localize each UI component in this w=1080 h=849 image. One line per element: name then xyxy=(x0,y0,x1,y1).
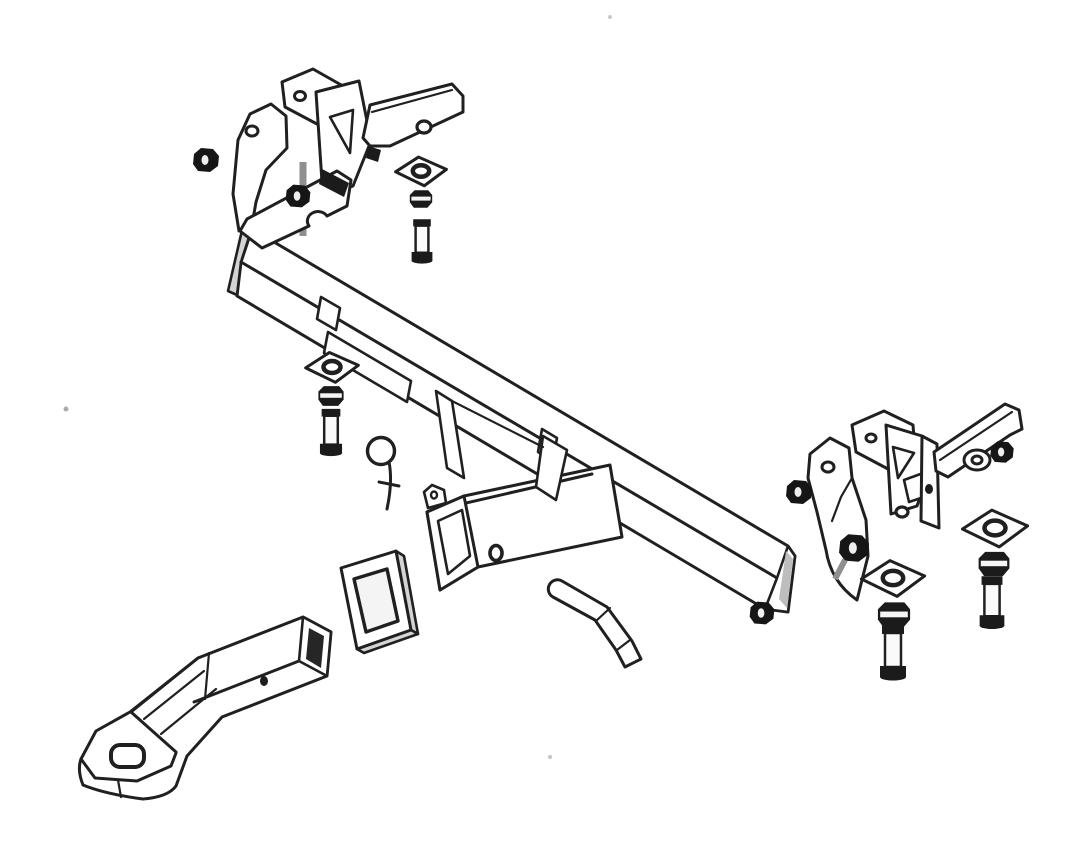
shank-pin-hole xyxy=(260,676,268,686)
washer-nut-bolt-stack xyxy=(861,561,924,682)
floating-hex-nut xyxy=(193,148,219,172)
floating-hex-nut xyxy=(786,480,812,504)
bolt-hole xyxy=(246,126,258,136)
shank-hollow xyxy=(306,628,324,668)
right-bracket-web-cutout xyxy=(893,447,914,478)
clip-tab-hole xyxy=(431,492,437,499)
left-bracket-foot xyxy=(240,171,351,248)
side-arm-right xyxy=(934,404,1022,477)
left-bracket-web-cutout xyxy=(330,110,353,153)
side-arm-left xyxy=(363,84,463,146)
receiver-opening xyxy=(438,510,470,574)
left-bracket-shading xyxy=(319,169,349,197)
bolt-hole xyxy=(295,92,306,101)
beam-end-bolt-head xyxy=(749,601,775,625)
washer-nut-bolt-stack xyxy=(303,350,361,458)
arm-hole xyxy=(417,121,431,133)
plate-hole xyxy=(896,507,908,517)
scan-speckles xyxy=(63,15,612,759)
left-bracket-square-hole xyxy=(366,146,381,162)
arm-nut xyxy=(990,441,1014,463)
right-mounting-bracket xyxy=(808,404,1022,600)
washer-nut-bolt-stack xyxy=(962,510,1027,631)
bolt-hole xyxy=(822,462,834,472)
wall-hole xyxy=(925,484,933,494)
square-spacer-collar xyxy=(341,551,418,653)
receiver-tube xyxy=(424,391,622,590)
r-clip xyxy=(368,438,400,510)
receiver-pin-hole xyxy=(490,546,502,561)
beam-top-slot xyxy=(317,297,340,330)
beam-front-slot xyxy=(324,332,411,402)
bent-hitch-pin xyxy=(548,580,641,667)
gusset-braces xyxy=(436,391,567,500)
tow-ball-hole xyxy=(111,745,144,767)
left-bracket-front-plate xyxy=(233,104,287,231)
washer-nut-bolt-stack xyxy=(393,155,449,265)
bolt-hole xyxy=(866,434,876,442)
left-mounting-bracket xyxy=(233,69,463,248)
ball-mount-drawbar xyxy=(79,617,331,799)
